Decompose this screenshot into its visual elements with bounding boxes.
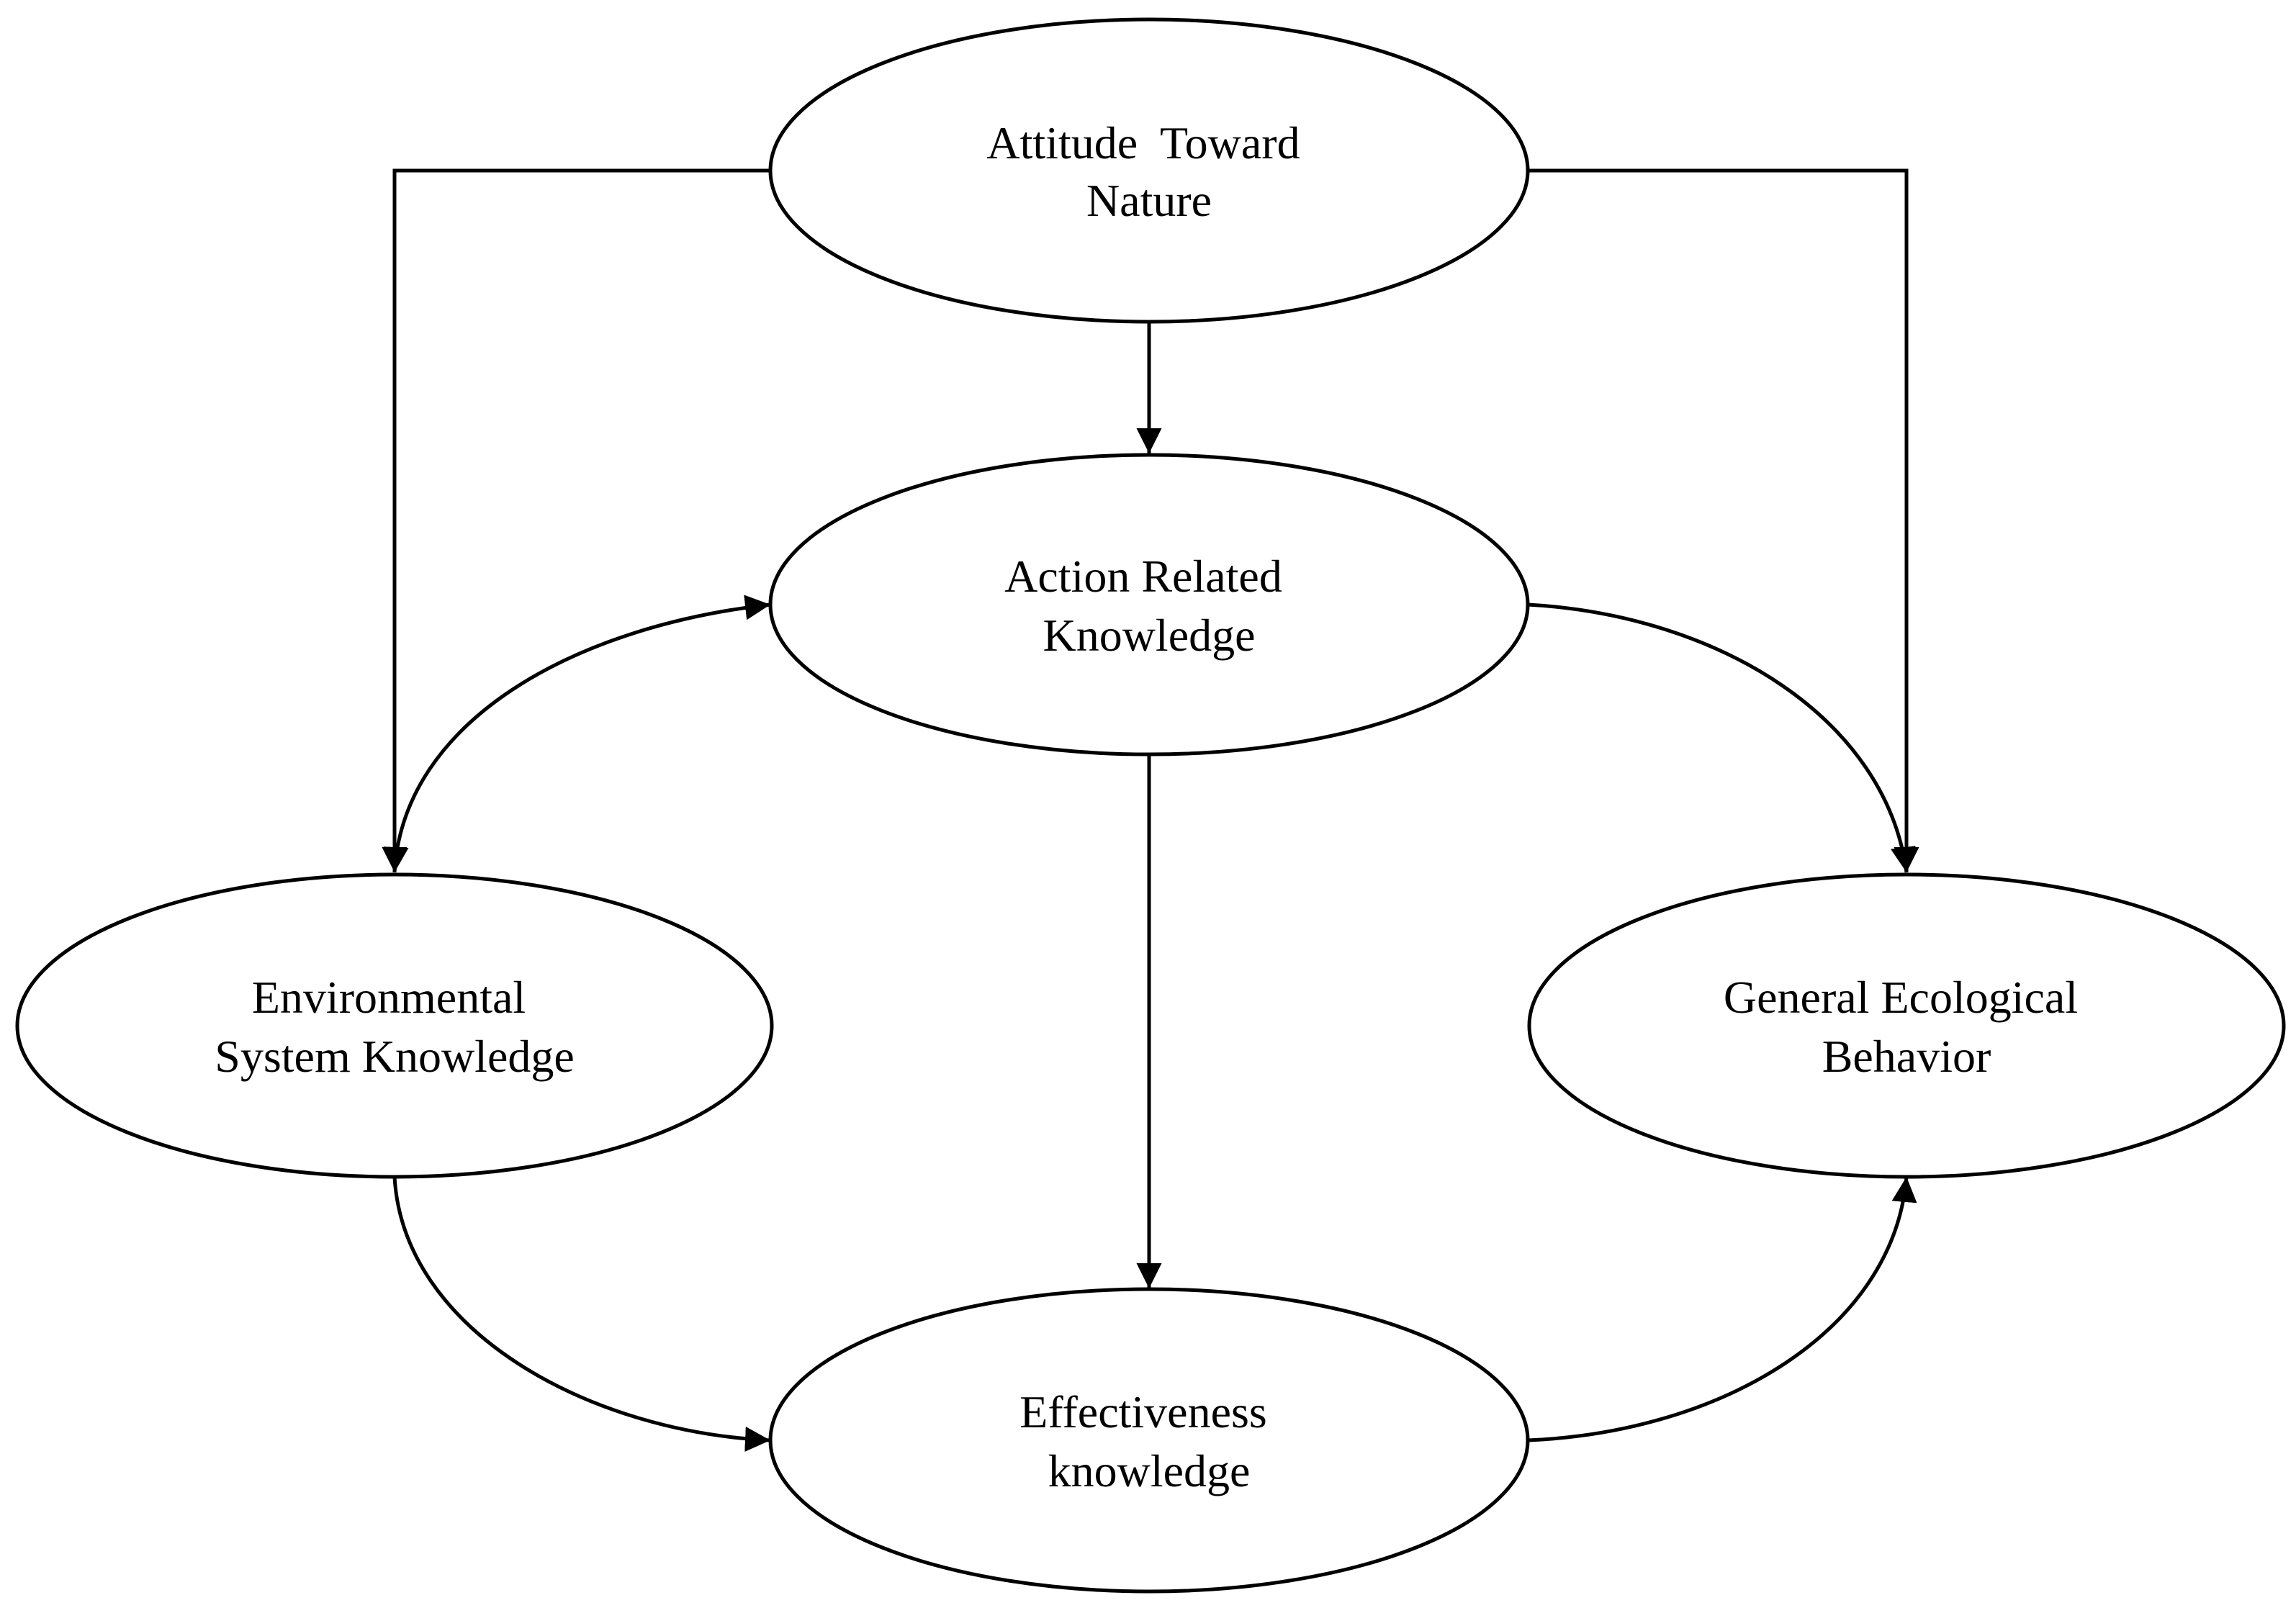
node-general-label: General Ecological Behavior [1724, 972, 2089, 1082]
node-effectiveness-label-line-2: knowledge [1048, 1445, 1251, 1496]
node-environmental-label: Environmental System Knowledge [215, 972, 575, 1082]
node-action-label-line-1: Action Related [1004, 551, 1282, 602]
node-action-related-knowledge: Action Related Knowledge [768, 453, 1530, 756]
node-attitude-label-line-2: Nature [1086, 175, 1212, 226]
node-action-label-line-2: Knowledge [1043, 610, 1255, 661]
edge-environmental-to-effectiveness [392, 1176, 771, 1452]
node-attitude-label: Attitude Toward Nature [986, 117, 1311, 226]
node-environmental-system-knowledge: Environmental System Knowledge [15, 872, 774, 1179]
node-action-label: Action Related Knowledge [1004, 551, 1294, 661]
node-effectiveness-label-line-1: Effectiveness [1019, 1386, 1267, 1437]
edges [382, 168, 1919, 1452]
node-effectiveness-label: Effectiveness knowledge [1019, 1386, 1279, 1496]
edge-effectiveness-to-general [1527, 1176, 1917, 1442]
edge-action-environmental-bidirectional [383, 595, 771, 873]
node-environmental-label-line-2: System Knowledge [215, 1031, 575, 1082]
node-attitude-ellipse [768, 17, 1530, 324]
node-general-ellipse [1527, 872, 2286, 1179]
nodes: Attitude Toward Nature Action Related Kn… [15, 17, 2286, 1594]
node-general-ecological-behavior: General Ecological Behavior [1527, 872, 2286, 1179]
edge-action-to-general [1527, 602, 1916, 873]
node-general-label-line-2: Behavior [1822, 1031, 1991, 1082]
node-effectiveness-knowledge: Effectiveness knowledge [768, 1287, 1530, 1594]
node-environmental-label-line-1: Environmental [252, 972, 526, 1023]
edge-attitude-to-general [1528, 168, 1919, 872]
node-general-label-line-1: General Ecological [1724, 972, 2078, 1023]
node-environmental-ellipse [15, 872, 774, 1179]
node-attitude-toward-nature: Attitude Toward Nature [768, 17, 1530, 324]
node-action-ellipse [768, 453, 1530, 756]
node-effectiveness-ellipse [768, 1287, 1530, 1594]
edge-attitude-to-environmental [382, 168, 770, 872]
node-attitude-label-line-1: Attitude Toward [986, 117, 1300, 168]
